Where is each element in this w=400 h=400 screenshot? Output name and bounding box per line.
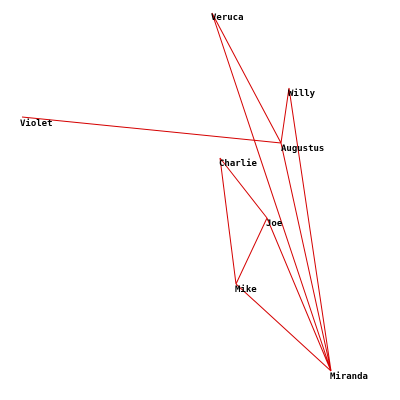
node-label-mike: Mike [235,284,257,295]
node-label-charlie: Charlie [219,158,258,169]
edge-augustus-miranda [280,142,332,372]
edge-joe-mike [235,217,268,285]
edge-mike-miranda [235,283,332,372]
edge-joe-miranda [266,217,332,372]
node-label-joe: Joe [266,219,283,229]
edge-willy-augustus [280,87,290,144]
node-label-veruca: Veruca [211,13,244,23]
edge-charlie-mike [219,157,237,285]
edge-veruca-augustus [211,12,282,144]
edge-violet-augustus [21,116,282,144]
node-label-miranda: Miranda [330,371,368,382]
edge-willy-miranda [288,87,332,372]
edge-layer [21,12,332,372]
node-label-augustus: Augustus [281,144,324,154]
edge-charlie-joe [219,157,268,219]
edge-veruca-miranda [211,12,332,372]
node-label-willy: Willy [288,88,316,99]
node-label-violet: Violet [20,118,53,129]
label-layer: VerucaWillyVioletAugustusCharlieJoeMikeM… [20,13,368,382]
